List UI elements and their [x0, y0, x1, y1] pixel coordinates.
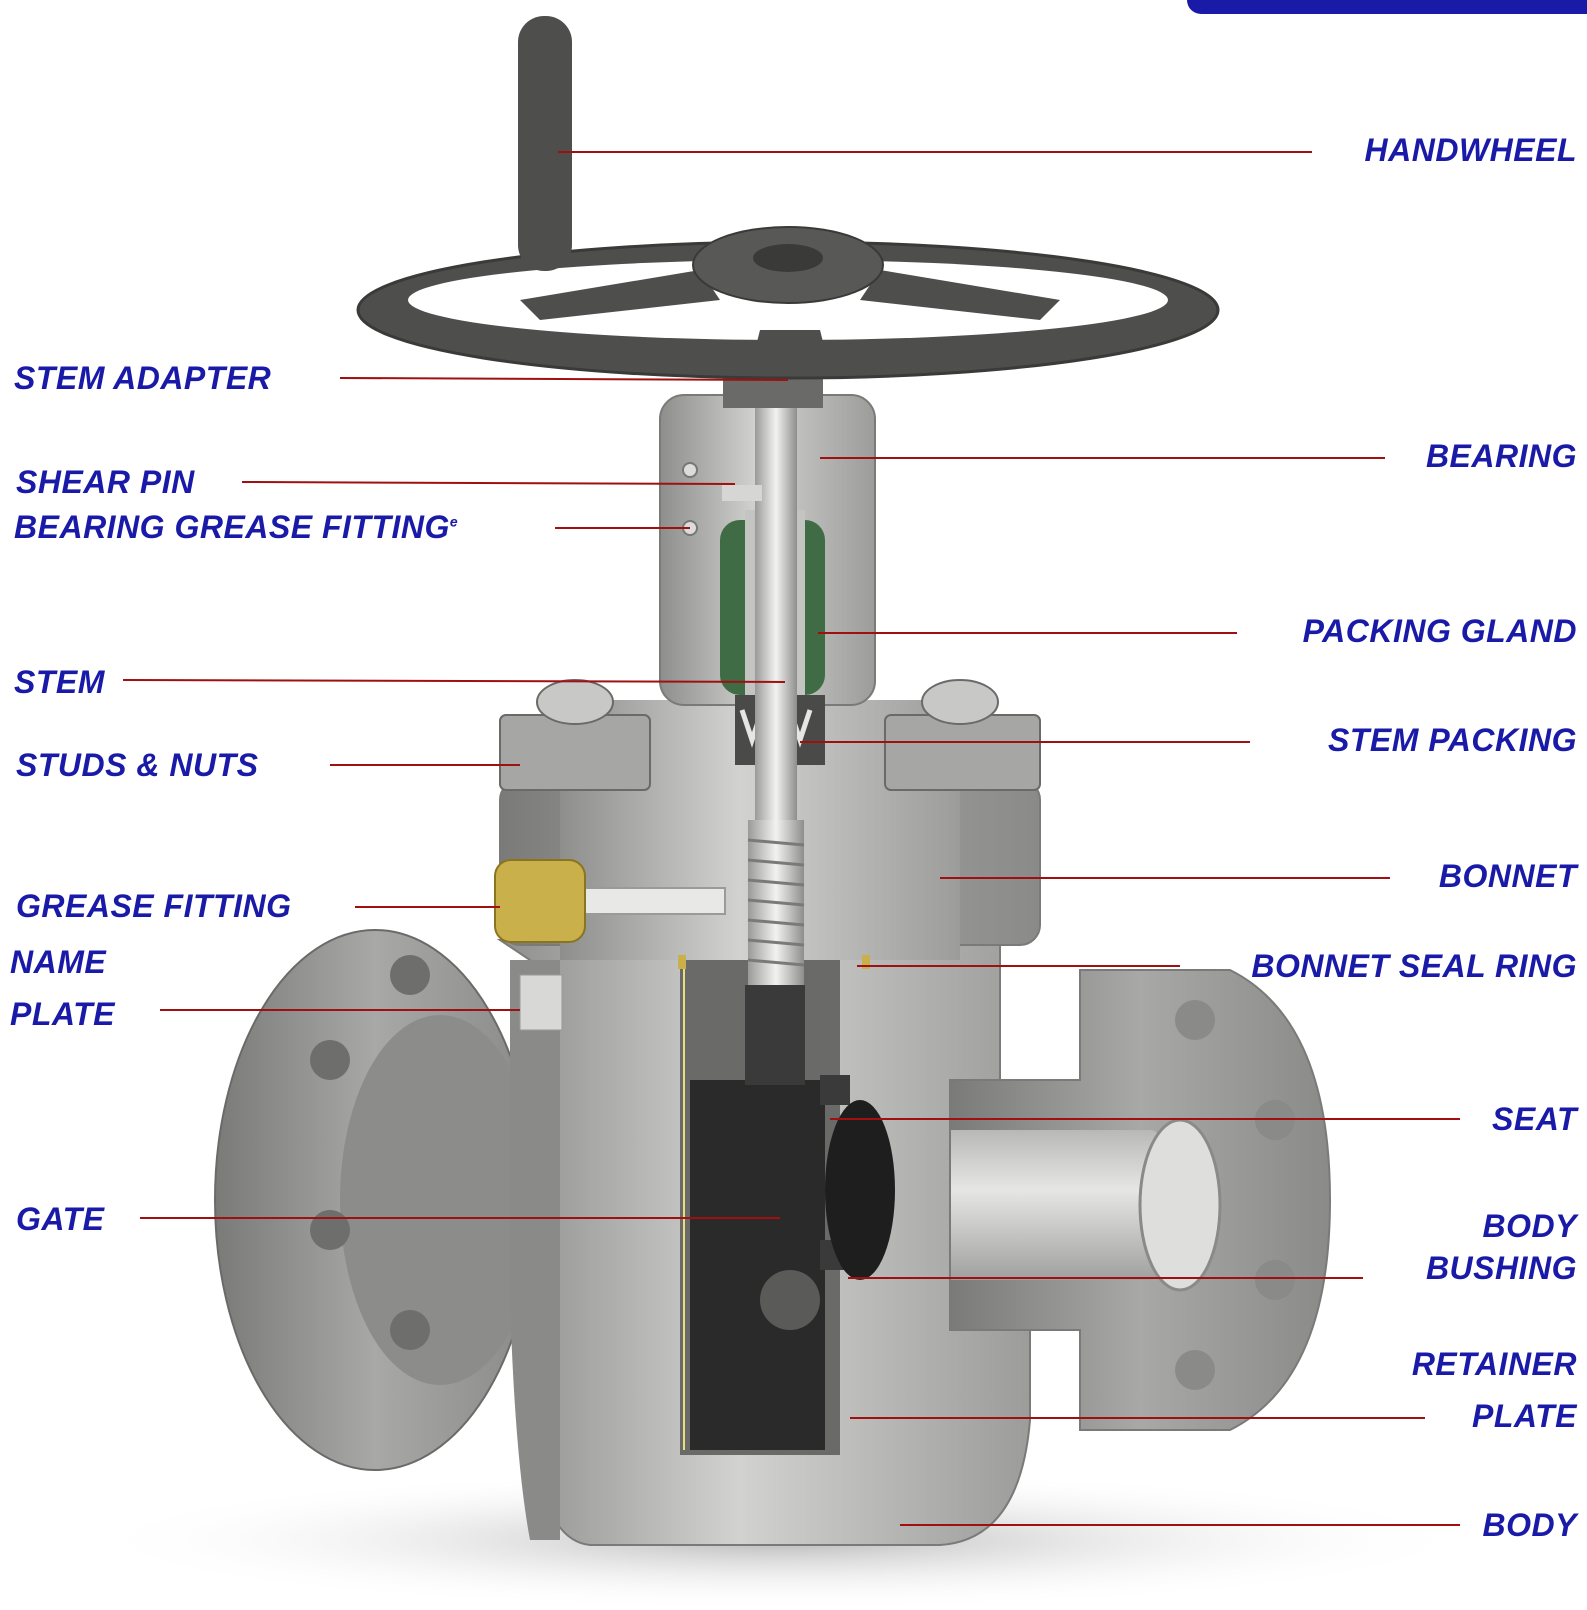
label-packing-gland: PACKING GLAND	[1302, 613, 1577, 649]
label-bearing-grease-fitting: BEARING GREASE FITTINGe	[14, 509, 459, 545]
label-body: BODY	[1482, 1507, 1577, 1543]
label-retainer-plate-line1: RETAINER	[1411, 1346, 1577, 1382]
label-handwheel: HANDWHEEL	[1364, 132, 1577, 168]
label-retainer-plate-line2: PLATE	[1471, 1398, 1577, 1434]
label-stem-packing: STEM PACKING	[1328, 722, 1577, 758]
label-stem-adapter: STEM ADAPTER	[14, 360, 272, 396]
left-flange	[214, 929, 540, 1471]
valve-body	[496, 939, 1031, 1546]
label-name-plate-line1: NAME	[10, 944, 107, 980]
label-bonnet: BONNET	[1438, 858, 1577, 894]
label-grease-fitting: GREASE FITTING	[16, 888, 292, 924]
label-body-bushing-line1: BODY	[1482, 1208, 1577, 1244]
label-bonnet-seal-ring: BONNET SEAL RING	[1251, 948, 1577, 984]
label-stem: STEM	[14, 664, 105, 700]
corner-accent-bar	[1187, 0, 1587, 14]
label-gate: GATE	[16, 1201, 105, 1237]
label-name-plate-line2: PLATE	[10, 996, 116, 1032]
label-bearing: BEARING	[1425, 438, 1577, 474]
label-seat: SEAT	[1492, 1101, 1577, 1137]
right-outlet	[860, 969, 1332, 1431]
label-shear-pin: SHEAR PIN	[16, 464, 195, 500]
handwheel	[356, 16, 1220, 408]
label-bearing-grease-fitting-mark: e	[449, 513, 459, 530]
label-body-bushing-line2: BUSHING	[1425, 1250, 1577, 1286]
label-studs-nuts: STUDS & NUTS	[16, 747, 259, 783]
leader-lines	[122, 151, 1460, 1526]
bonnet	[499, 394, 1041, 1085]
grease-fitting	[494, 859, 726, 943]
